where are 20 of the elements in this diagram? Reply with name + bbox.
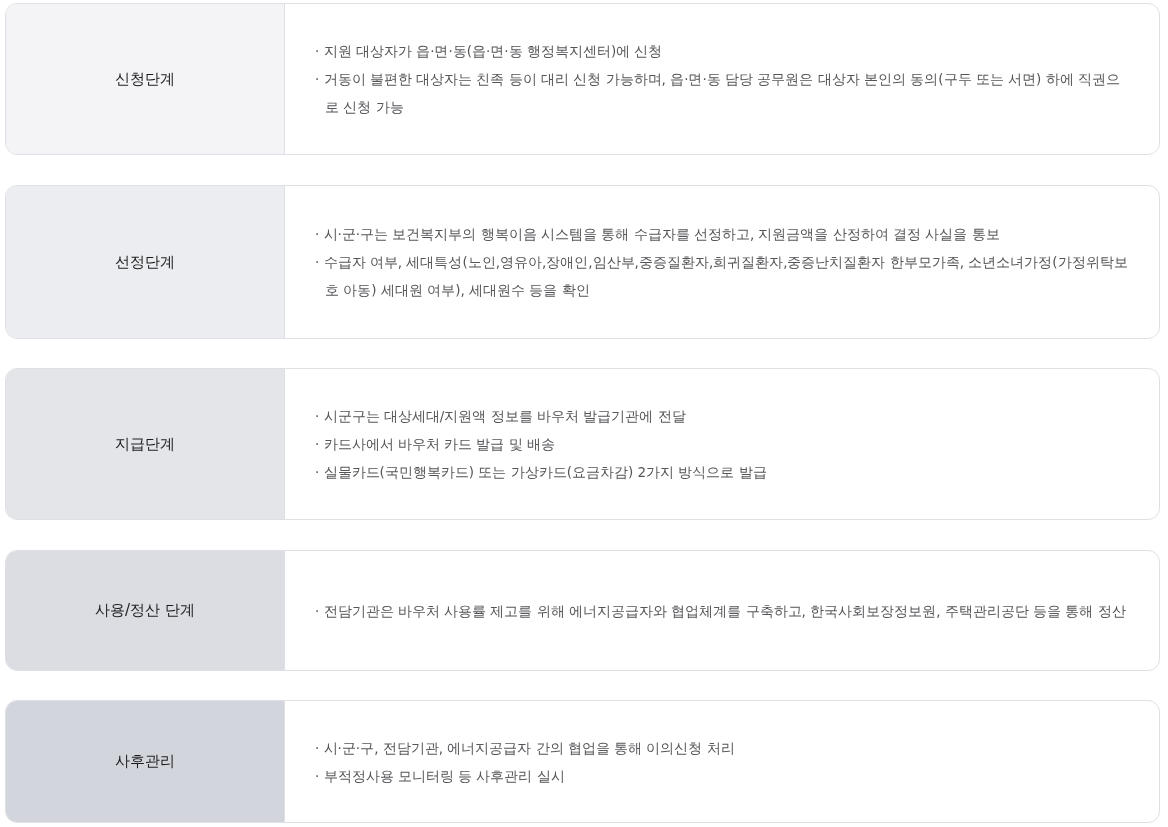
bullet-text: · 지원 대상자가 읍·면·동(읍·면·동 행정복지센터)에 신청	[315, 42, 664, 61]
stage-card	[5, 550, 1160, 671]
bullet-text: · 시·군·구는 보건복지부의 행복이음 시스템을 통해 수급자를 선정하고, 지원금액을 산정하여 결정 사실을 통보	[315, 225, 1001, 244]
bullet-text: · 카드사에서 바우처 카드 발급 및 배송	[315, 435, 557, 454]
bullet-text: · 시군구는 대상세대/지원액 정보를 바우처 발급기관에 전달	[315, 407, 687, 426]
stage-label: 사용/정산 단계	[6, 551, 285, 670]
bullet-text: · 수급자 여부, 세대특성(노인,영유아,장애인,임산부,중증질환자,희귀질환자,중증난치질환자 한부모가족, 소년소녀가정(가정위탁보호 아동) 세대원 여부), 세대원수 등을 확인	[315, 253, 1129, 300]
stage-card	[5, 185, 1160, 339]
bullet-text: · 전담기관은 바우처 사용률 제고를 위해 에너지공급자와 협업체계를 구축하고, 한국사회보장정보원, 주택관리공단 등을 통해 정산	[315, 601, 1127, 621]
bullet-text: · 거동이 불편한 대상자는 친족 등이 대리 신청 가능하며, 읍·면·동 담당 공무원은 대상자 본인의 동의(구두 또는 서면) 하에 직권으로 신청 가능	[315, 70, 1121, 117]
stage-card	[5, 700, 1160, 823]
stage-label: 선정단계	[6, 186, 285, 338]
stage-label: 지급단계	[6, 369, 285, 519]
bullet-text: · 부적정사용 모니터링 등 사후관리 실시	[315, 766, 566, 786]
bullet-text: · 실물카드(국민행복카드) 또는 가상카드(요금차감) 2가지 방식으로 발급	[315, 463, 768, 482]
stage-label: 신청단계	[6, 4, 285, 154]
stage-card	[5, 3, 1160, 155]
bullet-text: · 시·군·구, 전담기관, 에너지공급자 간의 협업을 통해 이의신청 처리	[315, 738, 736, 758]
stage-card	[5, 368, 1160, 520]
stage-label: 사후관리	[6, 701, 285, 822]
